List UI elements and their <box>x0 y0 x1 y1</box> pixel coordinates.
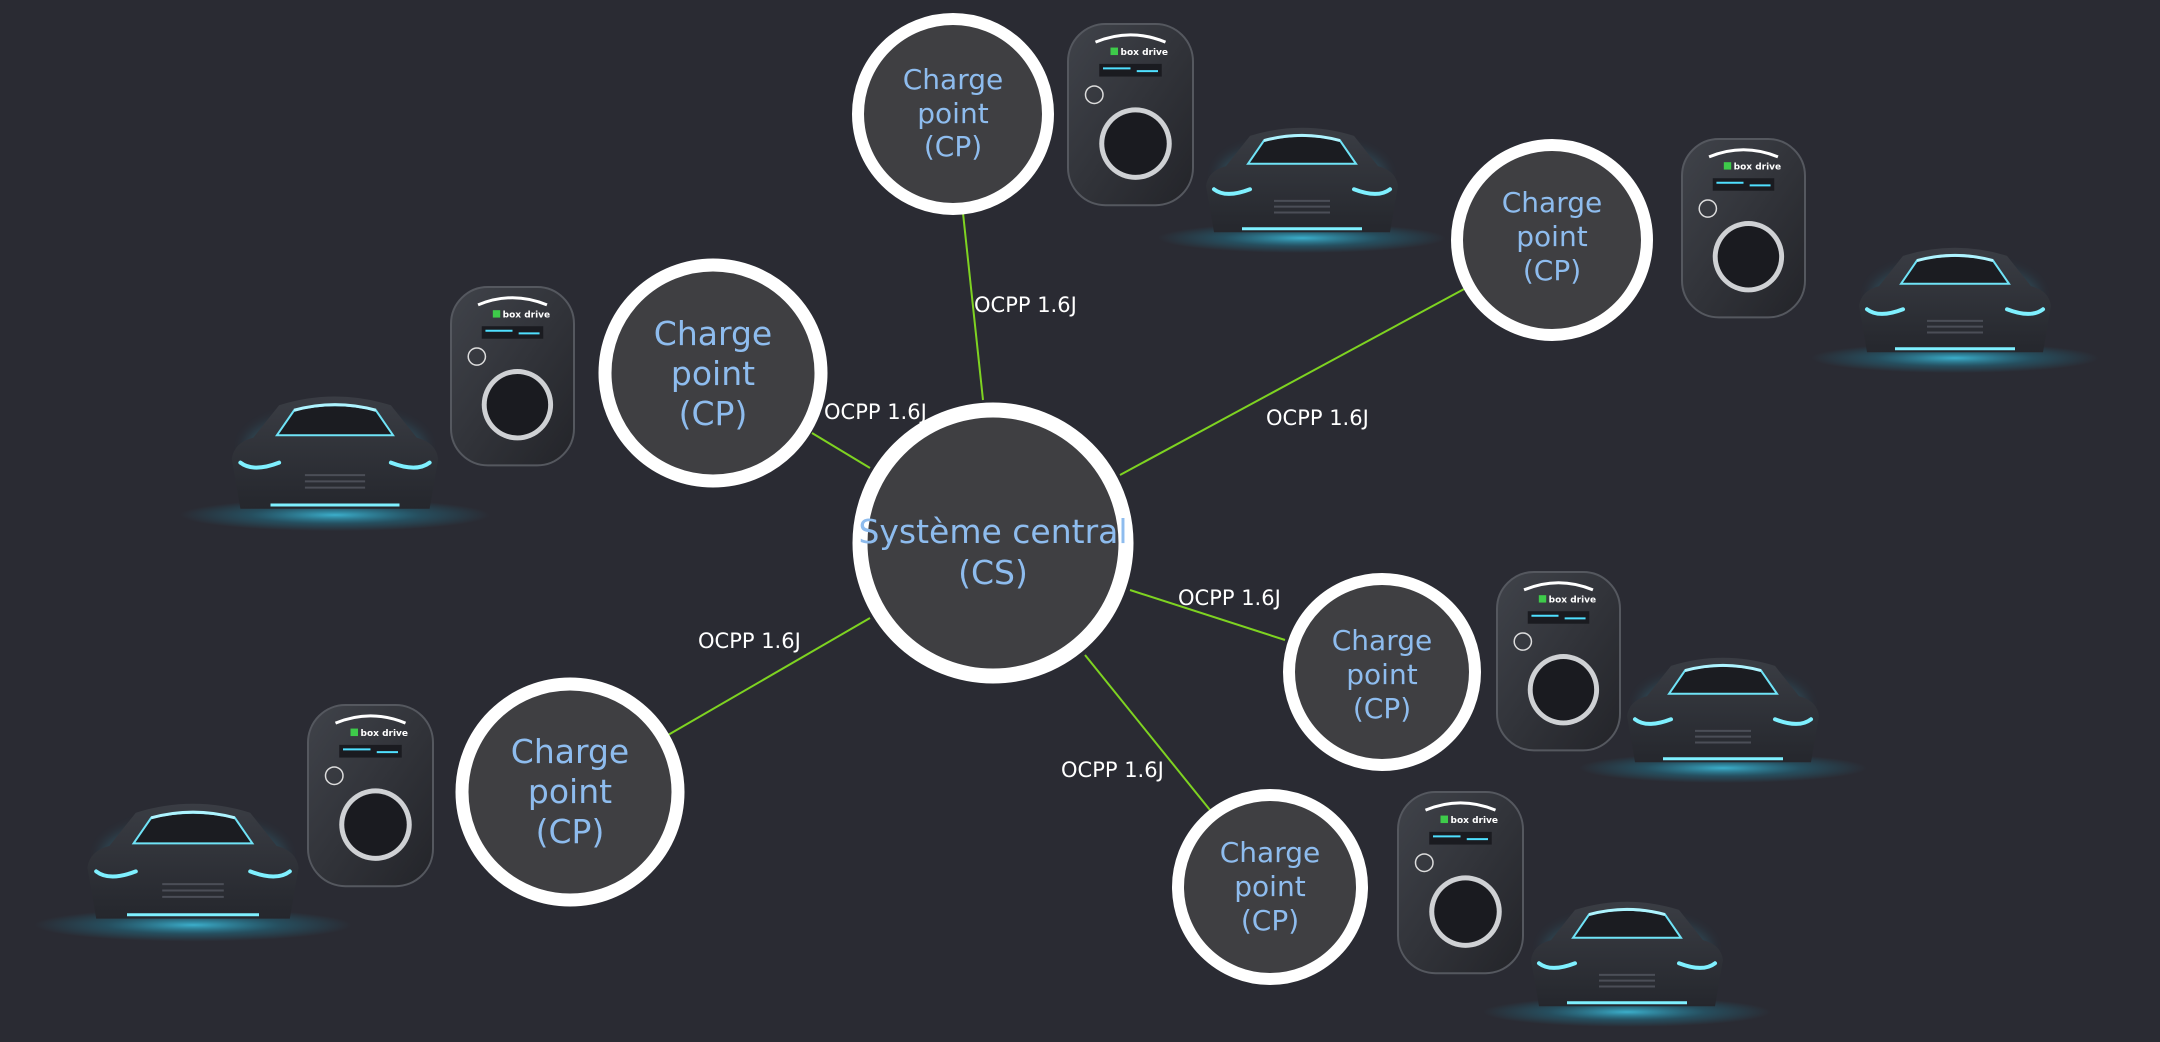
charge-point-label-line2: point <box>1234 870 1305 903</box>
edge-labels-layer: OCPP 1.6J OCPP 1.6J OCPP 1.6J OCPP 1.6J … <box>698 293 1369 782</box>
electric-car-icon-left <box>180 396 490 532</box>
ev-charger-icon-right: box drive <box>1496 571 1621 752</box>
charge-point-label-line1: Charge <box>1220 836 1320 869</box>
charge-point-label-line3: (CP) <box>536 812 605 851</box>
charge-point-node-bottom-right: Charge point (CP) <box>1172 789 1368 985</box>
charge-point-label-line3: (CP) <box>1241 904 1299 937</box>
charge-point-label-line1: Charge <box>1332 624 1432 657</box>
charge-point-label-line3: (CP) <box>679 394 748 433</box>
central-system-circle <box>852 402 1134 684</box>
charger-brand-label: box drive <box>1549 595 1597 605</box>
charge-point-nodes: Charge point (CP) Charge point (CP) Char… <box>455 13 1653 985</box>
central-system-node: Système central (CS) <box>852 402 1134 684</box>
electric-car-icon-right <box>1579 657 1867 783</box>
edge-label-bottom-right: OCPP 1.6J <box>1061 758 1164 782</box>
charge-point-label-line3: (CP) <box>1353 692 1411 725</box>
edge-label-bottom-left: OCPP 1.6J <box>698 629 801 653</box>
edge-label-top-right: OCPP 1.6J <box>1266 406 1369 430</box>
ev-charger-icon-bottom-left: box drive <box>307 704 434 888</box>
electric-car-icon-bottom-left <box>34 803 352 942</box>
edge-label-right: OCPP 1.6J <box>1178 586 1281 610</box>
charge-point-node-right: Charge point (CP) <box>1283 573 1481 771</box>
charge-point-label-line3: (CP) <box>1523 254 1581 287</box>
charge-point-node-top-right: Charge point (CP) <box>1451 139 1653 341</box>
central-system-label-line1: Système central <box>858 512 1127 551</box>
electric-car-icon-top-right <box>1811 247 2099 373</box>
charge-point-label-line1: Charge <box>1502 186 1602 219</box>
charge-point-label-line3: (CP) <box>924 130 982 163</box>
ev-charger-icon-left: box drive <box>450 286 575 467</box>
ev-charger-icon-top: box drive <box>1067 23 1194 207</box>
charger-brand-label: box drive <box>1734 162 1782 172</box>
charger-brand-label: box drive <box>503 310 551 320</box>
electric-car-icon-bottom-right <box>1483 901 1771 1027</box>
charge-point-label-line2: point <box>1516 220 1587 253</box>
charge-point-label-line2: point <box>671 354 755 393</box>
charge-point-label-line2: point <box>528 772 612 811</box>
ev-charger-icon-bottom-right: box drive <box>1397 791 1524 975</box>
edge-label-left: OCPP 1.6J <box>824 400 927 424</box>
charger-brand-label: box drive <box>1451 816 1499 826</box>
edge-cs-to-cp-bottom-left <box>667 617 871 736</box>
edge-label-top: OCPP 1.6J <box>974 293 1077 317</box>
central-system-label-line2: (CS) <box>958 553 1028 592</box>
decor-layer: box drive box drive box drive box drive box … <box>34 23 2099 1027</box>
edge-cs-to-cp-left <box>811 432 871 469</box>
edges-layer <box>667 212 1467 811</box>
charge-point-label-line2: point <box>917 97 988 130</box>
charge-point-label-line1: Charge <box>511 732 629 771</box>
edge-cs-to-cp-bottom-right <box>1084 654 1211 811</box>
charge-point-node-top: Charge point (CP) <box>852 13 1054 215</box>
charge-point-label-line2: point <box>1346 658 1417 691</box>
charge-point-label-line1: Charge <box>654 314 772 353</box>
ev-charger-icon-top-right: box drive <box>1681 138 1806 319</box>
electric-car-icon-top <box>1158 127 1446 253</box>
charger-brand-label: box drive <box>1121 48 1169 58</box>
edge-cs-to-cp-right <box>1129 589 1286 641</box>
edge-cs-to-cp-top <box>962 212 984 401</box>
charger-brand-label: box drive <box>361 729 409 739</box>
edge-cs-to-cp-top-right <box>1119 287 1467 476</box>
charge-point-node-left: Charge point (CP) <box>598 258 828 488</box>
charge-point-label-line1: Charge <box>903 63 1003 96</box>
charge-point-node-bottom-left: Charge point (CP) <box>455 677 685 907</box>
